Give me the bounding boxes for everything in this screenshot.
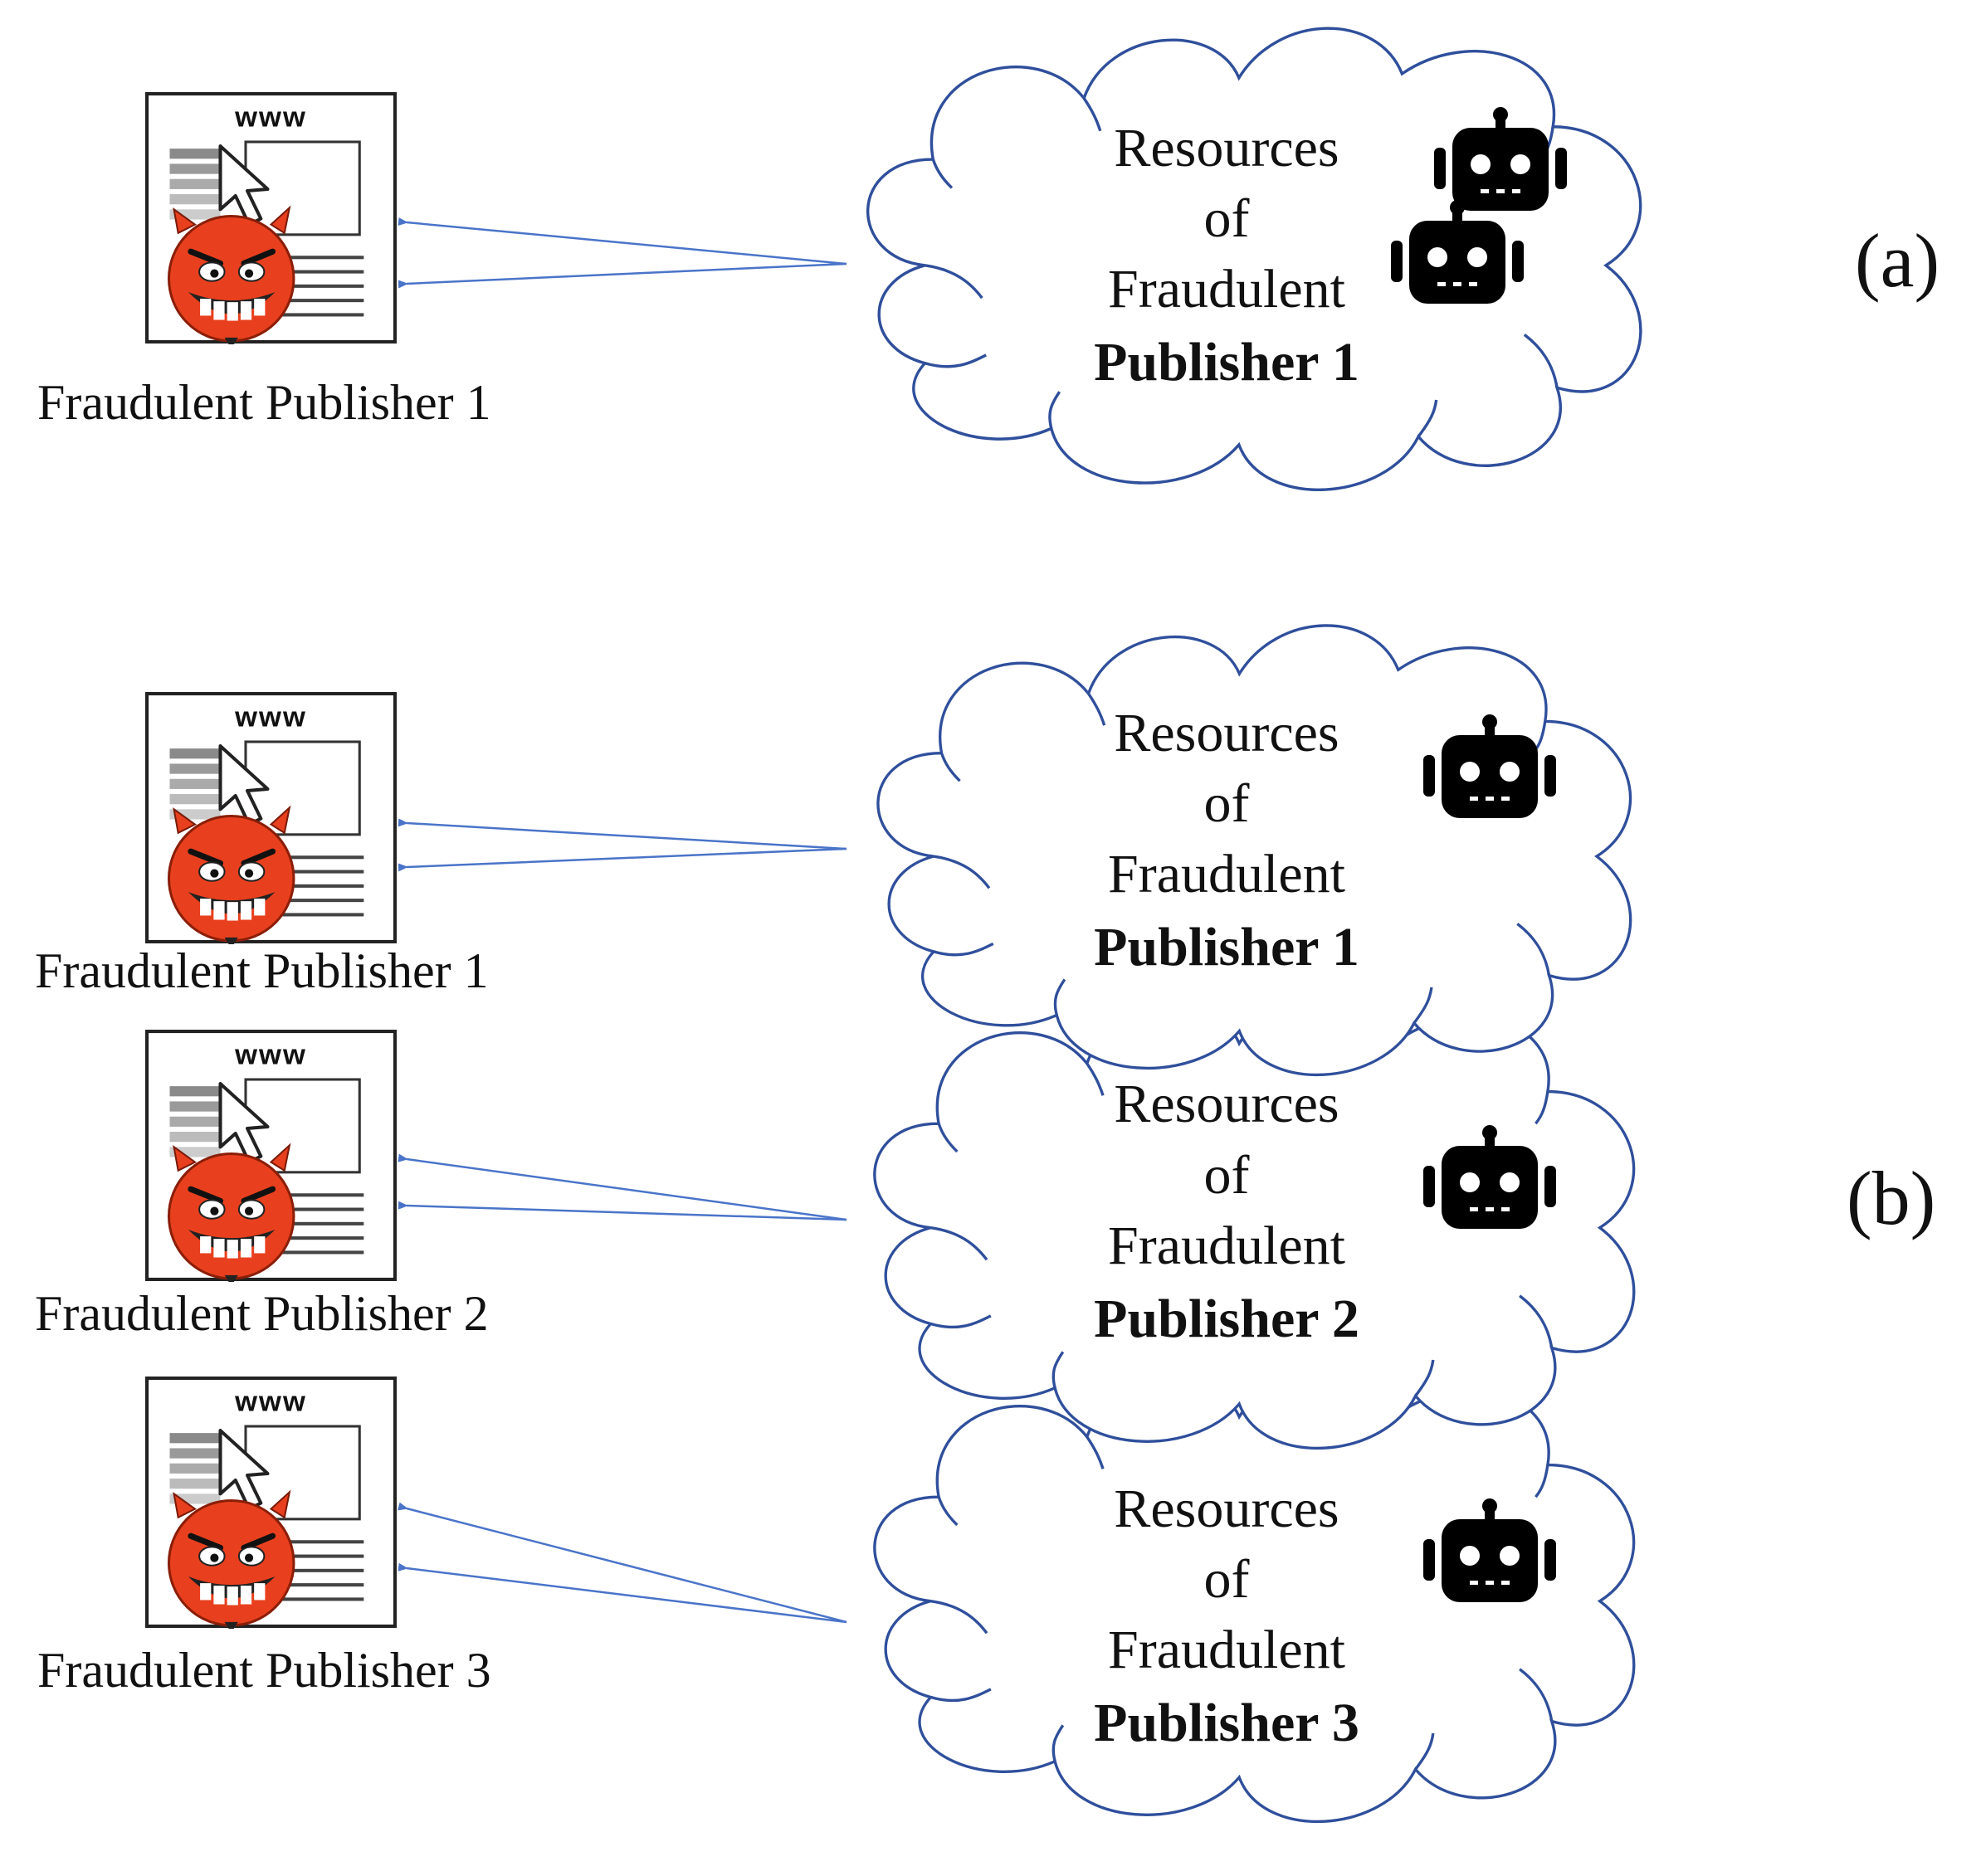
cloud-line3: Fraudulent <box>1108 1620 1345 1680</box>
cloud-line3: Fraudulent <box>1108 259 1345 319</box>
arrow <box>398 818 847 850</box>
www-page-icon <box>147 694 395 948</box>
publisher-label: Fraudulent Publisher 3 <box>37 1643 491 1698</box>
cloud-line2: of <box>1204 188 1250 249</box>
diagram-b: Fraudulent Publisher 1 Resources of Frau… <box>35 624 1935 1824</box>
cloud-line3: Fraudulent <box>1108 1216 1345 1276</box>
diagram-a: Fraudulent Publisher 1 Resources of Frau… <box>37 27 1940 492</box>
arrow <box>398 217 847 266</box>
cloud-line2: of <box>1204 773 1250 834</box>
cloud-line1: Resources <box>1114 118 1339 178</box>
www-page-icon <box>147 1031 395 1286</box>
cloud-line2: of <box>1204 1145 1250 1206</box>
cloud-line1: Resources <box>1114 703 1339 763</box>
arrow <box>398 847 847 872</box>
panel-label-a: (a) <box>1855 218 1940 303</box>
arrow <box>398 262 847 289</box>
arrow <box>398 1562 847 1624</box>
cloud-line4: Publisher 3 <box>1094 1693 1359 1753</box>
www-page-icon <box>147 1378 395 1633</box>
cloud-line1: Resources <box>1114 1479 1339 1539</box>
cloud-line1: Resources <box>1114 1074 1339 1134</box>
www-page-icon <box>147 94 395 348</box>
cloud-line4: Publisher 1 <box>1094 917 1359 977</box>
cloud-line3: Fraudulent <box>1108 844 1345 904</box>
publisher-label: Fraudulent Publisher 1 <box>35 943 489 998</box>
panel-label-b: (b) <box>1847 1156 1935 1240</box>
cloud-line4: Publisher 2 <box>1094 1289 1359 1349</box>
arrow <box>398 1201 847 1221</box>
arrow <box>398 1153 847 1221</box>
publisher-label: Fraudulent Publisher 1 <box>37 375 491 430</box>
cloud-line4: Publisher 1 <box>1094 332 1359 392</box>
publisher-label: Fraudulent Publisher 2 <box>35 1286 489 1341</box>
arrow <box>398 1502 847 1624</box>
cloud-line2: of <box>1204 1549 1250 1610</box>
